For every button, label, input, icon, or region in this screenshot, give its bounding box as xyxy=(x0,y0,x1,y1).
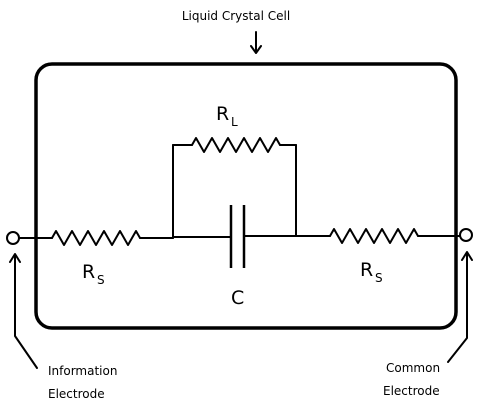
capacitor-label: C xyxy=(231,287,244,309)
common-terminal xyxy=(459,228,473,242)
cell-label: Liquid Crystal Cell xyxy=(182,9,290,23)
load-resistor-subscript: L xyxy=(231,115,238,129)
series-resistor-right xyxy=(329,228,419,244)
load-resistor-label: R xyxy=(216,103,229,125)
common-arrow xyxy=(447,251,473,363)
information-arrow xyxy=(9,253,38,369)
common-electrode-label-line1: Common xyxy=(386,361,440,375)
series-resistor-right-label: R xyxy=(360,259,373,281)
cell-boundary xyxy=(34,62,458,330)
series-resistor-left-label: R xyxy=(82,261,95,283)
cell-arrow xyxy=(250,31,262,54)
series-resistor-left xyxy=(51,230,141,246)
information-terminal xyxy=(6,231,20,245)
information-electrode-label-line2: Electrode xyxy=(48,387,105,401)
series-resistor-left-subscript: S xyxy=(97,273,105,287)
common-electrode-label-line2: Electrode xyxy=(383,384,440,398)
load-resistor xyxy=(191,137,281,153)
series-resistor-right-subscript: S xyxy=(375,271,383,285)
information-electrode-label-line1: Information xyxy=(48,364,117,378)
